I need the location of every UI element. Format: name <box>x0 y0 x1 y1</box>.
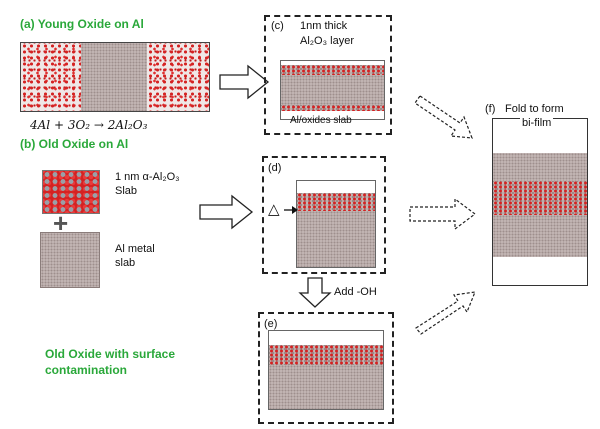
panel-c-al-core <box>281 75 384 105</box>
al-metal-label-2: slab <box>115 257 136 269</box>
arrow-e-to-f <box>415 291 476 335</box>
panel-d-al-slab <box>297 211 375 267</box>
oxygen-gas-right <box>147 43 209 111</box>
add-oh-label: Add -OH <box>334 286 377 298</box>
panel-d-frame <box>262 156 386 274</box>
panel-f-al-top <box>493 153 587 181</box>
arrow-d-to-e <box>298 277 332 308</box>
reaction-equation: 4Al + 3O₂ → 2Al₂O₃ <box>30 118 148 132</box>
arrow-c-to-f <box>414 95 473 139</box>
arrow-a-to-c <box>219 64 270 100</box>
panel-d-oxide-layer <box>297 193 375 211</box>
panel-f-label-1: Fold to form <box>505 103 564 115</box>
panel-c-frame <box>264 15 392 135</box>
oxide-slab-cube <box>42 170 100 214</box>
contamination-label-1: Old Oxide with surface <box>45 347 176 361</box>
heat-triangle-icon: △ <box>268 201 280 218</box>
panel-f-oxide-bifilm <box>493 181 587 215</box>
plus-icon: + <box>53 208 69 238</box>
panel-c-label-2: Al₂O₃ layer <box>300 35 354 47</box>
panel-c-tag: (c) <box>271 20 284 32</box>
panel-c-oxide-top <box>281 65 384 75</box>
panel-e-oxide-oh-layer <box>269 345 383 365</box>
oxygen-gas-left <box>21 43 81 111</box>
panel-f-frame <box>492 118 588 286</box>
panel-c-sim-box <box>280 60 385 120</box>
al-metal-label-1: Al metal <box>115 243 155 255</box>
panel-a-title: (a) Young Oxide on Al <box>20 17 144 31</box>
arrow-d-to-f <box>409 197 476 231</box>
panel-c-bottom-label: Al/oxides slab <box>290 115 352 126</box>
panel-e-sim-box <box>268 330 384 410</box>
arrow-b-to-d <box>199 194 254 230</box>
panel-e-tag: (e) <box>264 318 278 330</box>
panel-f-label-2: bi-film <box>520 117 554 129</box>
panel-d-sim-box <box>296 180 376 268</box>
panel-c-oxide-bottom <box>281 105 384 111</box>
young-oxide-simulation-box <box>20 42 210 112</box>
al-slab-center <box>81 43 147 111</box>
panel-f-al-bottom <box>493 215 587 257</box>
panel-f-tag: (f) <box>485 103 496 115</box>
oxide-slab-label-2: Slab <box>115 185 138 197</box>
al-metal-cube <box>40 232 100 288</box>
panel-c-label-1: 1nm thick <box>300 20 348 32</box>
panel-e-al-slab <box>269 365 383 409</box>
panel-d-tag: (d) <box>268 162 282 174</box>
contamination-label-2: contamination <box>45 363 128 377</box>
panel-e-frame <box>258 312 394 424</box>
panel-b-title: (b) Old Oxide on Al <box>20 137 129 151</box>
oxide-slab-label-1: 1 nm α-Al₂O₃ <box>115 171 180 183</box>
